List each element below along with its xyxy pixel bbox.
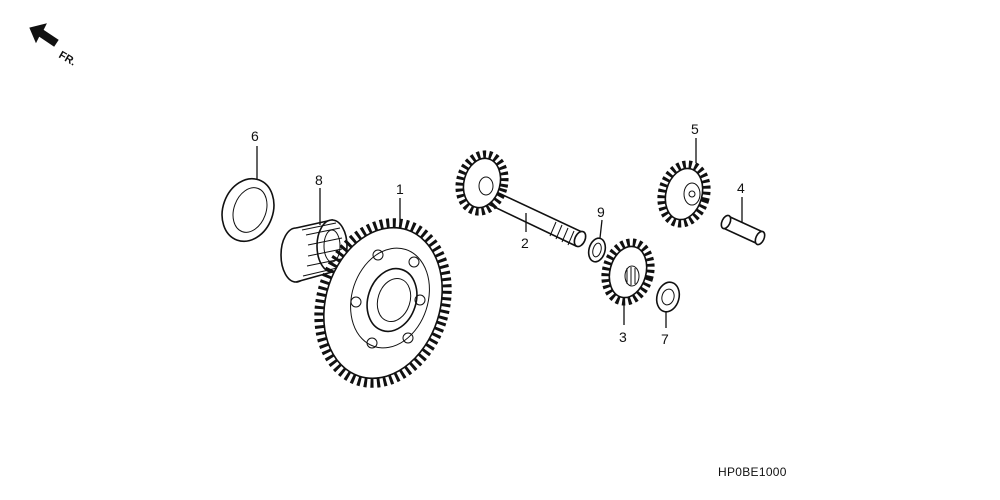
part-9-washer	[587, 237, 607, 263]
callout-7: 7	[661, 331, 669, 347]
callout-5: 5	[691, 121, 699, 137]
callout-4: 4	[737, 180, 745, 196]
front-direction-label: FR.	[57, 49, 78, 68]
part-8-needle-bearing	[280, 219, 348, 283]
callout-2: 2	[521, 235, 529, 251]
part-1-driven-gear	[314, 218, 452, 388]
part-2-shaft-gear	[455, 150, 587, 248]
callout-3: 3	[619, 329, 627, 345]
front-direction-arrow: FR.	[29, 23, 78, 68]
part-4-pin	[720, 214, 766, 246]
part-6-washer	[221, 177, 275, 243]
part-5-gear	[657, 160, 711, 228]
callout-8: 8	[315, 172, 323, 188]
diagram-code: HP0BE1000	[718, 465, 787, 479]
callout-9: 9	[597, 204, 605, 220]
callout-6: 6	[251, 128, 259, 144]
callout-1: 1	[396, 181, 404, 197]
part-7-washer	[655, 281, 681, 313]
part-3-gear	[601, 238, 655, 306]
